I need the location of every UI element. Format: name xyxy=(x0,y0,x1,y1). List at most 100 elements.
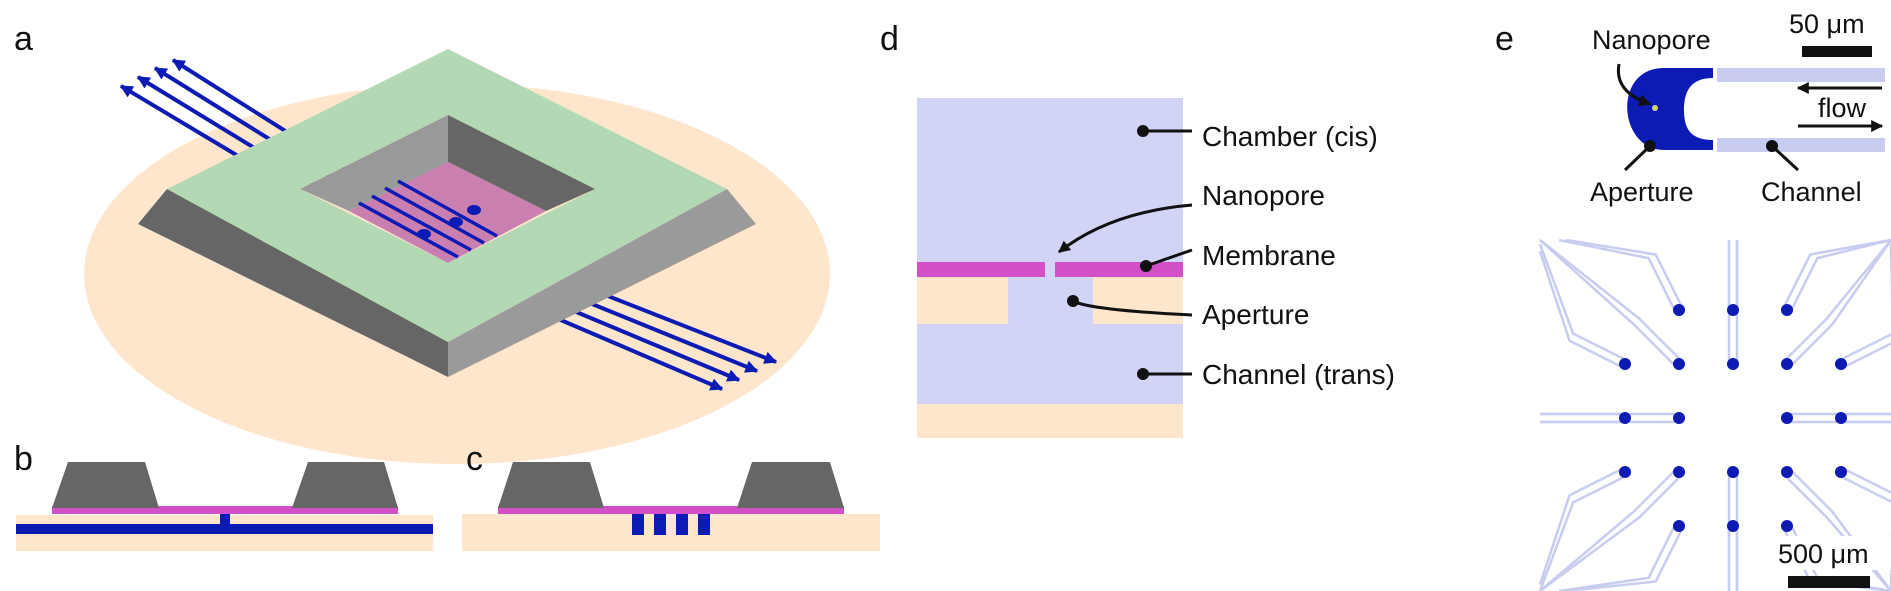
membrane-floor xyxy=(349,162,546,263)
scalebar-top xyxy=(1802,46,1872,57)
array-channel-trace xyxy=(1782,238,1891,309)
channel-lower-e xyxy=(1717,138,1885,152)
label-flow: flow xyxy=(1818,93,1867,123)
frame-left-c xyxy=(498,462,604,508)
callout-membrane: Membrane xyxy=(1140,240,1336,272)
array-aperture-dot xyxy=(1835,358,1847,370)
panel-label-d: d xyxy=(880,20,899,58)
membrane-right-d xyxy=(1055,262,1183,277)
array-aperture-dot xyxy=(1781,358,1793,370)
panel-e-detail: e 50 μm flow Nanopore Aperture Channel xyxy=(1495,9,1885,207)
callout-channel-trans: Channel (trans) xyxy=(1137,359,1395,390)
frame-top-surface xyxy=(167,49,727,342)
panel-label-b: b xyxy=(14,440,33,478)
scalebar-bottom xyxy=(1788,576,1870,588)
callout-nanopore-d: Nanopore xyxy=(1058,180,1325,254)
array-channel-trace xyxy=(1539,473,1683,591)
array-aperture-dot xyxy=(1619,466,1631,478)
label-nanopore-e: Nanopore xyxy=(1592,25,1711,55)
array-channel-traces xyxy=(1538,238,1891,591)
array-channel-trace xyxy=(1538,467,1624,586)
array-channel-trace xyxy=(1838,474,1891,591)
array-aperture-dot xyxy=(1727,304,1739,316)
array-channel-trace xyxy=(1566,238,1684,309)
array-channel-trace xyxy=(1558,238,1677,313)
label-aperture-d: Aperture xyxy=(1202,299,1309,330)
callout-channel-e-line xyxy=(1770,144,1800,172)
array-channel-trace xyxy=(1539,239,1678,368)
array-aperture-dot xyxy=(1781,412,1793,424)
array-channel-trace xyxy=(1838,244,1891,362)
array-aperture-dot xyxy=(1727,358,1739,370)
array-aperture-dot xyxy=(1781,304,1793,316)
scalebar-bottom-backdrop xyxy=(1775,536,1891,570)
array-apertures xyxy=(1619,304,1847,532)
array-channel-trace xyxy=(1538,243,1628,362)
panel-d: d Chamber (cis) Nanopore Membrane Apertu… xyxy=(880,20,1395,438)
membrane-channel-lines xyxy=(358,179,498,259)
substrate-left-d xyxy=(917,276,1008,324)
nanopore-dot-e xyxy=(1652,105,1658,111)
channel-lines-outlet xyxy=(534,283,778,391)
scalebar-bottom-label: 500 μm xyxy=(1778,539,1869,569)
callout-aperture-d: Aperture xyxy=(1067,295,1309,330)
array-channel-trace xyxy=(1538,250,1624,369)
array-channel-trace xyxy=(1788,239,1891,368)
membrane-left-d xyxy=(917,262,1045,277)
array-aperture-dot xyxy=(1835,412,1847,424)
label-membrane: Membrane xyxy=(1202,240,1336,271)
substrate-right-d xyxy=(1093,276,1183,324)
array-aperture-dot xyxy=(1727,466,1739,478)
well-wall-left xyxy=(300,115,448,211)
array-channel-trace xyxy=(1842,467,1891,585)
array-aperture-dot xyxy=(1781,520,1793,532)
frame-side-right xyxy=(448,189,756,377)
frame-side-left xyxy=(138,189,448,377)
array-channel-trace xyxy=(1539,468,1678,591)
panel-c: c xyxy=(462,440,880,551)
array-aperture-dot xyxy=(1673,466,1685,478)
array-aperture-dot xyxy=(1619,412,1631,424)
panel-a: a xyxy=(14,20,830,464)
array-aperture-dot xyxy=(1673,520,1685,532)
array-aperture-dot xyxy=(1673,304,1685,316)
callout-chamber: Chamber (cis) xyxy=(1137,121,1378,152)
array-aperture-dot xyxy=(1673,358,1685,370)
nanopore-dots-a xyxy=(417,205,481,239)
channel-b xyxy=(16,524,433,534)
scalebar-top-label: 50 μm xyxy=(1789,9,1865,39)
array-aperture-dot xyxy=(1835,466,1847,478)
well-wall-right xyxy=(448,115,595,211)
panel-label-a: a xyxy=(14,20,33,58)
label-chamber-cis: Chamber (cis) xyxy=(1202,121,1378,152)
membrane-c xyxy=(498,506,844,514)
array-channel-trace xyxy=(1539,239,1683,363)
label-nanopore-d: Nanopore xyxy=(1202,180,1325,211)
array-aperture-dot xyxy=(1673,412,1685,424)
label-channel-trans: Channel (trans) xyxy=(1202,359,1395,390)
chamber-region xyxy=(917,98,1183,404)
aperture-b xyxy=(220,512,230,526)
panel-label-c: c xyxy=(466,440,483,478)
label-channel-e: Channel xyxy=(1761,177,1862,207)
array-aperture-dot xyxy=(1727,520,1739,532)
array-aperture-dot xyxy=(1619,358,1631,370)
channel-upper-e xyxy=(1717,68,1885,82)
aperture-horseshoe xyxy=(1627,68,1713,150)
label-aperture-e: Aperture xyxy=(1590,177,1694,207)
array-channel-trace xyxy=(1558,523,1677,591)
array-channel-trace xyxy=(1783,239,1891,363)
frame-left-b xyxy=(52,462,159,508)
frame-right-c xyxy=(737,462,844,508)
array-channel-trace xyxy=(1842,251,1891,369)
substrate-c xyxy=(462,514,880,551)
frame-right-b xyxy=(292,462,398,508)
array-aperture-dot xyxy=(1781,466,1793,478)
panel-b: b xyxy=(14,440,433,551)
callout-aperture-e-line xyxy=(1623,144,1652,172)
array-channel-trace xyxy=(1566,527,1684,591)
array-channel-trace xyxy=(1538,474,1628,591)
panel-label-e: e xyxy=(1495,20,1514,58)
membrane-b xyxy=(52,506,398,514)
